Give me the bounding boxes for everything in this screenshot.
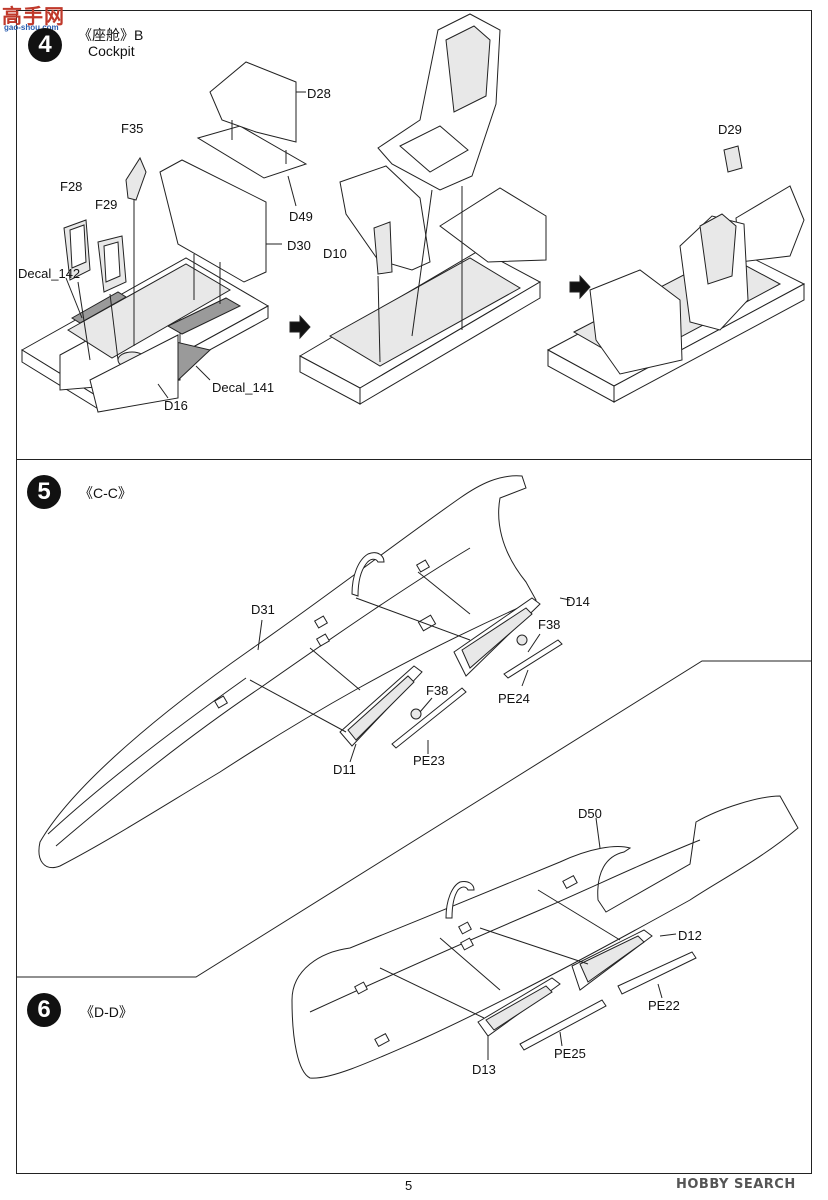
cockpit-completed — [546, 145, 806, 403]
label-pe25: PE25 — [554, 1046, 586, 1061]
label-d31: D31 — [251, 602, 275, 617]
label-d30: D30 — [287, 238, 311, 253]
label-d12: D12 — [678, 928, 702, 943]
label-decal-141: Decal_141 — [212, 380, 275, 395]
part-pe24 — [503, 639, 563, 679]
page-frame — [16, 10, 812, 1174]
fuselage-half-d — [291, 795, 799, 1079]
label-pe23: PE23 — [413, 753, 445, 768]
watermark-url: gao-shou.com — [4, 23, 59, 32]
step-5-badge: 5 — [27, 475, 61, 509]
step-4-title-en: Cockpit — [88, 43, 135, 59]
label-f28: F28 — [60, 179, 83, 194]
divider-5-6 — [16, 660, 812, 978]
label-d49: D49 — [289, 209, 313, 224]
label-d11: D11 — [333, 762, 356, 777]
part-d13 — [477, 977, 561, 1037]
label-d29: D29 — [718, 122, 742, 137]
label-pe24: PE24 — [498, 691, 530, 706]
label-f38-upper: F38 — [538, 617, 561, 632]
divider-4-5 — [16, 459, 812, 460]
part-f38-upper — [516, 634, 528, 646]
page-number: 5 — [405, 1178, 413, 1193]
cockpit-tub-with-seat — [298, 165, 547, 405]
part-pe22 — [617, 951, 697, 995]
label-d16: D16 — [164, 398, 188, 413]
ejection-seat — [377, 13, 501, 337]
part-d49 — [196, 125, 308, 179]
label-d28: D28 — [307, 86, 331, 101]
part-f38-lower — [410, 708, 422, 720]
part-pe23 — [391, 687, 467, 749]
label-pe22: PE22 — [648, 998, 680, 1013]
label-f35: F35 — [121, 121, 144, 136]
part-d30 — [159, 159, 267, 283]
label-decal-142: Decal_142 — [18, 266, 81, 281]
step-5-title: 《C-C》 — [79, 485, 132, 501]
part-d14 — [453, 597, 541, 677]
step-arrow-1 — [289, 314, 311, 340]
step-4-badge: 4 — [28, 28, 62, 62]
step-6-badge: 6 — [27, 993, 61, 1027]
label-d14: D14 — [566, 594, 590, 609]
part-pe25 — [519, 999, 607, 1051]
part-d28 — [209, 61, 297, 143]
cockpit-tub-exploded — [21, 257, 270, 413]
part-d11 — [339, 665, 423, 747]
step-6-title: 《D-D》 — [80, 1004, 133, 1020]
step-arrow-2 — [569, 274, 591, 300]
step-4-title-cn: 《座舱》B — [78, 27, 144, 43]
hobbysearch-watermark: HOBBY SEARCH — [676, 1177, 796, 1192]
watermark-logo: 高手网 — [2, 6, 65, 28]
part-f35 — [125, 156, 147, 201]
label-d13: D13 — [472, 1062, 496, 1077]
label-d50: D50 — [578, 806, 602, 821]
part-f29 — [97, 235, 127, 293]
label-f38-lower: F38 — [426, 683, 449, 698]
label-f29: F29 — [95, 197, 118, 212]
label-d10: D10 — [323, 246, 347, 261]
part-d12 — [571, 929, 653, 991]
part-f28 — [63, 219, 91, 281]
fuselage-half-c — [38, 475, 537, 868]
